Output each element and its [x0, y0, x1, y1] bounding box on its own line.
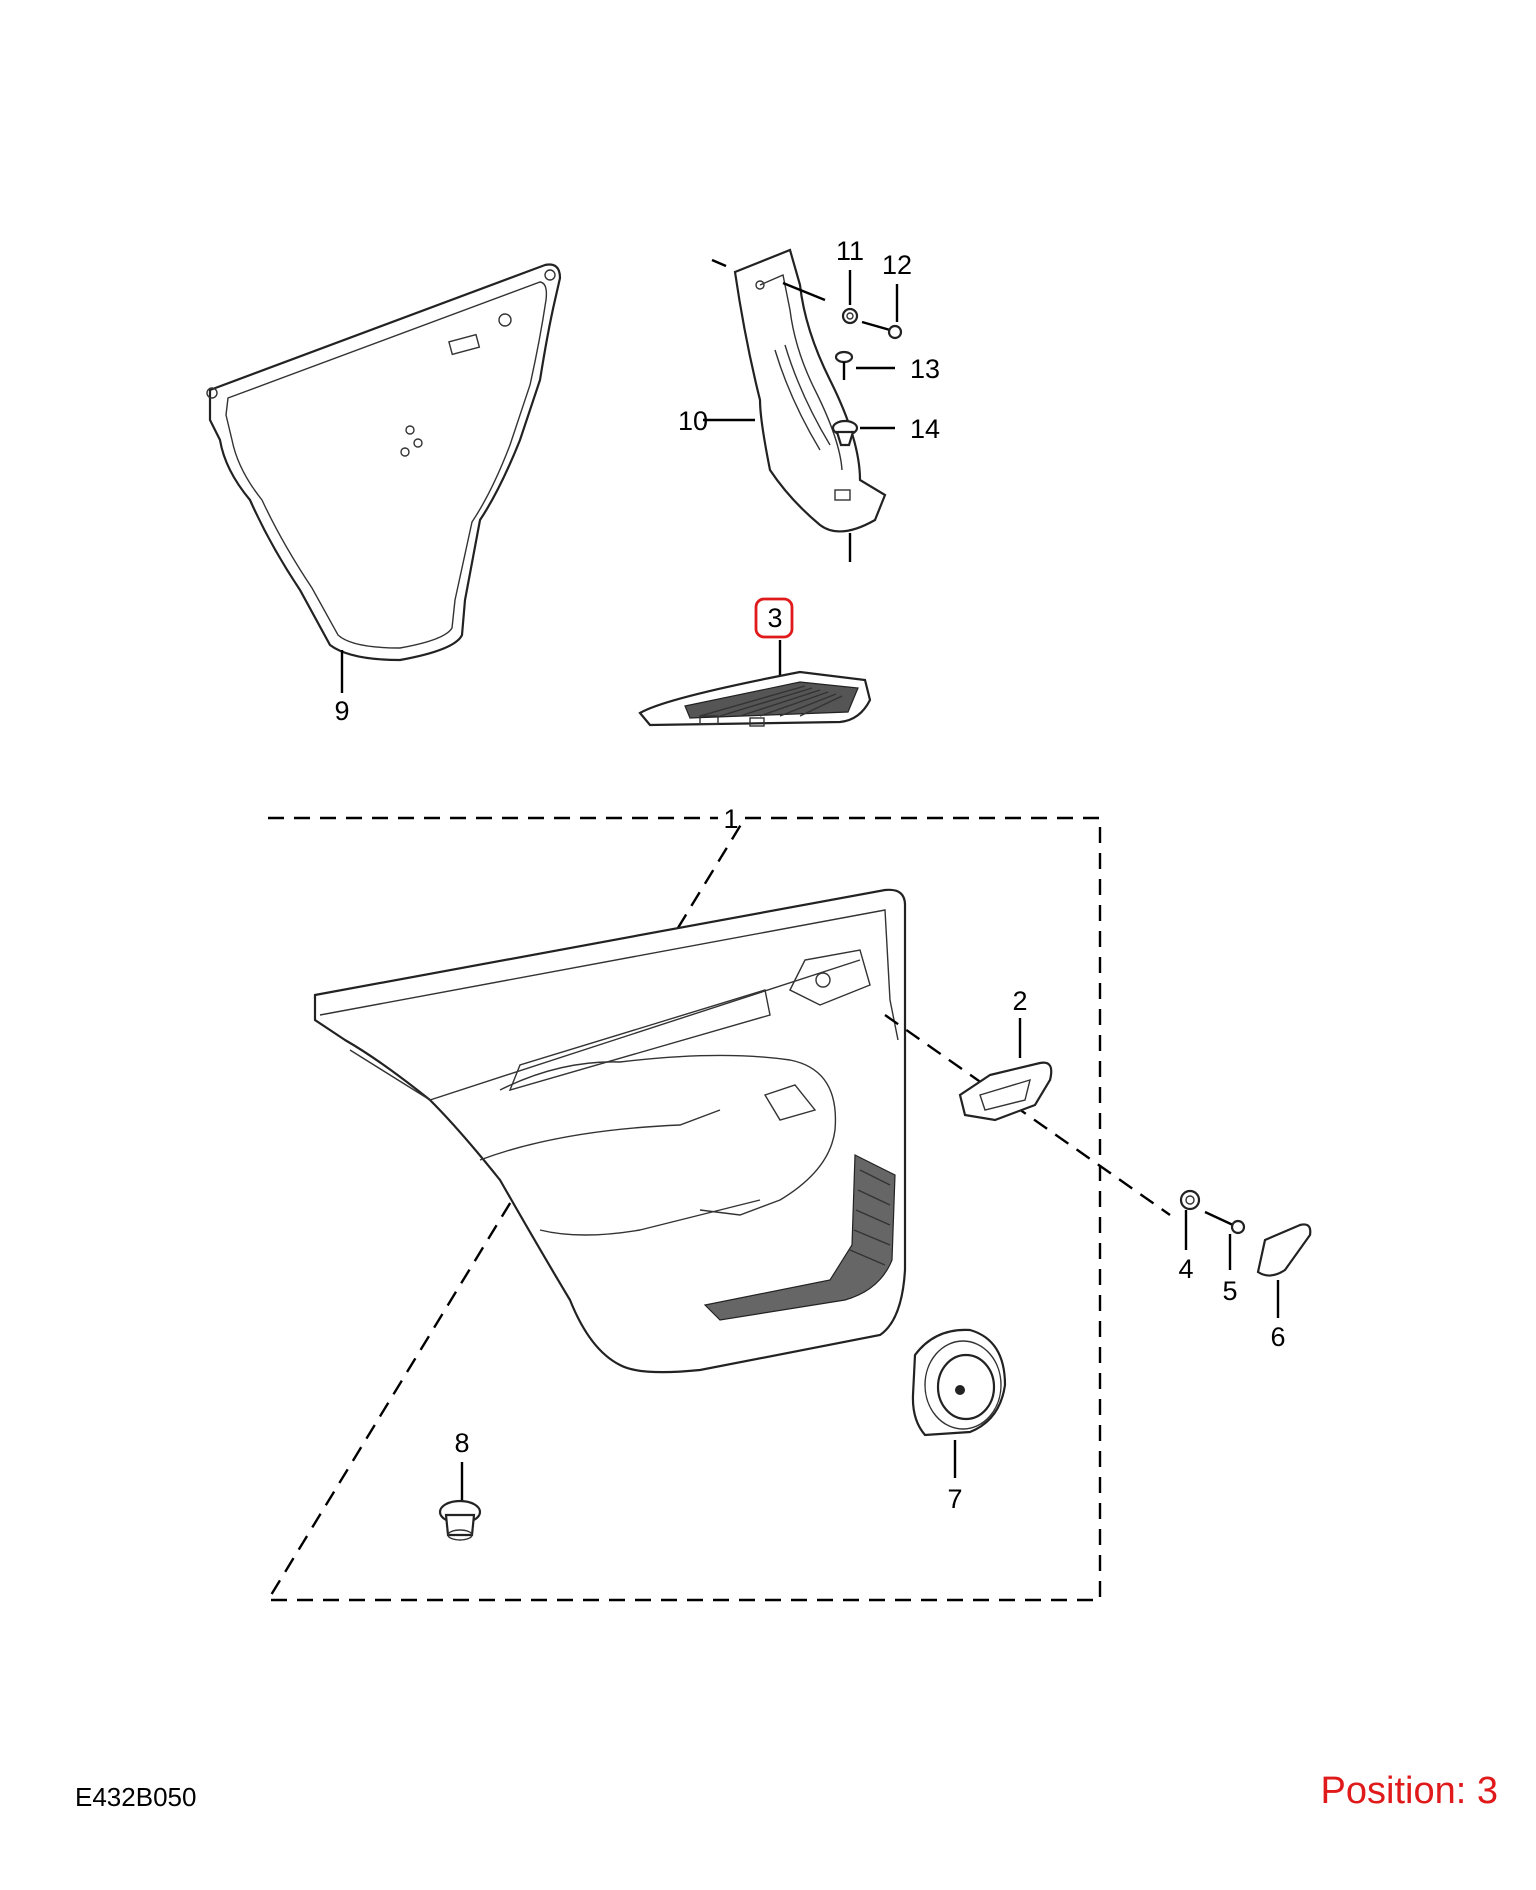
callout-2: 2 — [1012, 986, 1027, 1016]
callout-7: 7 — [947, 1484, 962, 1514]
callout-8: 8 — [454, 1428, 469, 1458]
part-6-cover[interactable] — [1256, 1223, 1312, 1277]
diagram-code: E432B050 — [75, 1782, 197, 1812]
part-10-bracket[interactable] — [733, 248, 887, 533]
callout-14: 14 — [910, 414, 940, 444]
part-3-speaker-grille[interactable] — [638, 670, 872, 727]
fastener-11-nut[interactable] — [841, 307, 859, 325]
assembly-dash-line — [884, 1014, 1171, 1216]
part-5-screw[interactable] — [1204, 1210, 1246, 1235]
part-9-seal-panel[interactable] — [206, 263, 562, 662]
part-7-speaker[interactable] — [911, 1328, 1007, 1437]
part-2-inside-handle[interactable] — [958, 1061, 1053, 1122]
callout-9: 9 — [334, 696, 349, 726]
callout-3: 3 — [767, 603, 782, 633]
leader-bracket-dash — [782, 281, 826, 302]
callout-6: 6 — [1270, 1322, 1285, 1352]
position-label: Position: 3 — [1320, 1770, 1498, 1812]
callout-10: 10 — [678, 406, 708, 436]
fastener-13-push-pin[interactable] — [834, 350, 854, 380]
assembly-1-boundary — [265, 816, 1102, 1602]
callout-1: 1 — [723, 804, 738, 834]
callout-13: 13 — [910, 354, 940, 384]
callout-12: 12 — [882, 250, 912, 280]
callout-11: 11 — [836, 236, 864, 266]
callout-4: 4 — [1178, 1254, 1193, 1284]
part-8-clip[interactable] — [438, 1499, 482, 1541]
callout-5: 5 — [1222, 1276, 1237, 1306]
fastener-12-screw[interactable] — [861, 320, 903, 340]
part-1-door-trim-panel[interactable] — [313, 888, 907, 1374]
part-4-nut[interactable] — [1179, 1189, 1201, 1211]
highlight-box — [754, 597, 794, 639]
fastener-14-clip[interactable] — [831, 419, 859, 447]
